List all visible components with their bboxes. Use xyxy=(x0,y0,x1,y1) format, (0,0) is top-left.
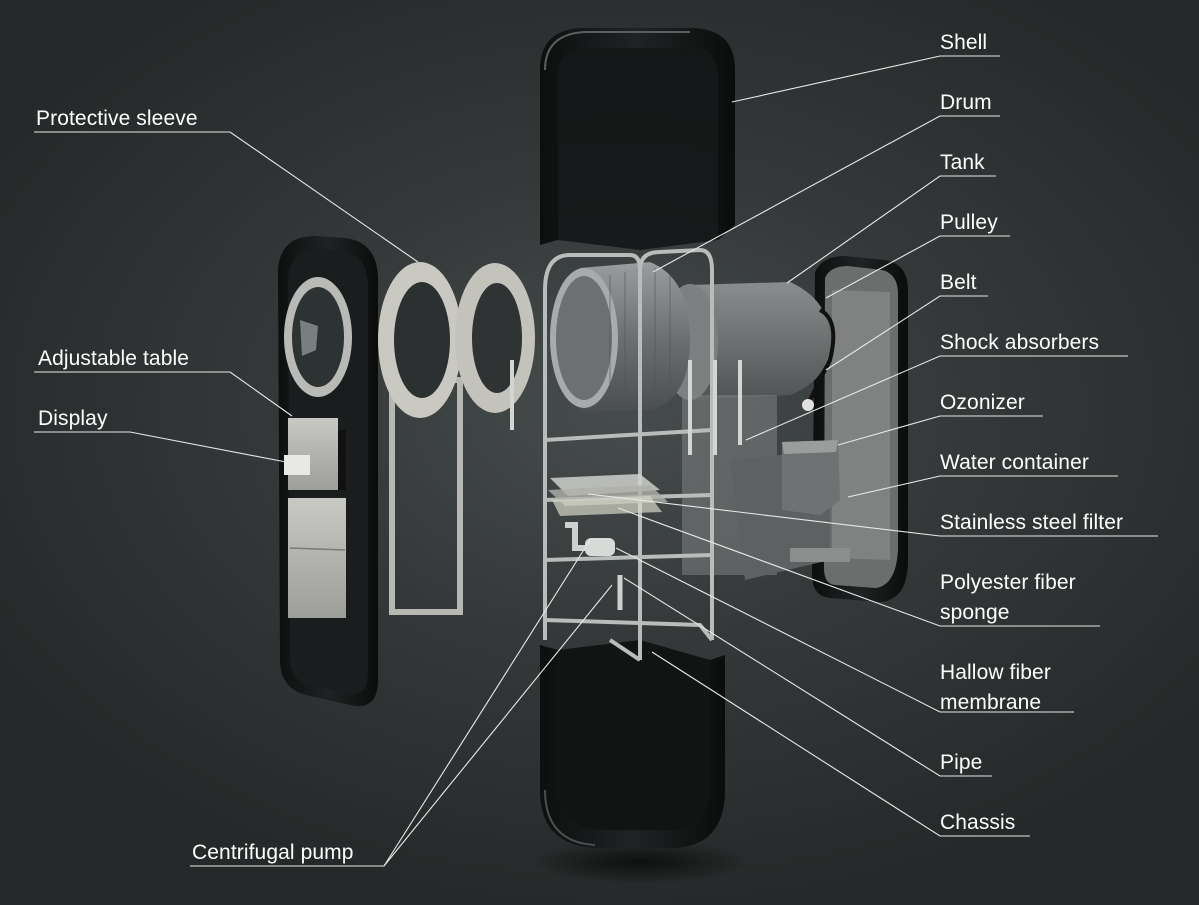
leader-belt xyxy=(825,295,988,371)
label-chassis: Chassis xyxy=(940,811,1016,834)
label-shell: Shell xyxy=(940,31,988,54)
label-ozonizer: Ozonizer xyxy=(940,391,1025,414)
label-pulley: Pulley xyxy=(940,211,998,234)
leader-adjustable-table xyxy=(34,371,293,417)
leader-ozonizer xyxy=(837,415,1043,446)
leader-pulley xyxy=(825,235,1010,299)
leader-lines xyxy=(34,55,1158,867)
leader-water-container xyxy=(847,475,1118,498)
label-belt: Belt xyxy=(940,271,977,294)
leader-stainless-steel-filter xyxy=(587,493,1158,537)
leader-shock-absorbers xyxy=(745,355,1128,441)
label-display: Display xyxy=(38,407,108,430)
belt-pulley xyxy=(802,308,836,411)
label-hallow-fiber-membrane-line1: Hallow fiber xyxy=(940,661,1051,684)
protective-sleeve-ring xyxy=(378,262,463,615)
leader-centrifugal-pump-2 xyxy=(383,584,613,867)
label-drum: Drum xyxy=(940,91,992,114)
label-tank: Tank xyxy=(940,151,985,174)
label-hallow-fiber-membrane-line2: membrane xyxy=(940,691,1042,714)
front-door-panel xyxy=(278,236,378,707)
leader-hallow-fiber-membrane xyxy=(615,547,1074,713)
drum xyxy=(550,262,690,412)
leader-polyester-fiber-sponge xyxy=(617,507,1100,627)
label-polyester-fiber-sponge-line1: Polyester fiber xyxy=(940,571,1076,594)
back-door-panel xyxy=(812,256,908,602)
floor-shadow xyxy=(530,840,750,884)
label-water-container: Water container xyxy=(940,451,1089,474)
filter-stack xyxy=(548,474,668,516)
leader-pipe xyxy=(623,577,992,777)
leader-display xyxy=(34,431,287,463)
leader-drum xyxy=(652,115,1000,273)
label-pipe: Pipe xyxy=(940,751,983,774)
shell-top xyxy=(540,28,735,250)
leader-chassis xyxy=(651,651,1030,837)
leader-protective-sleeve xyxy=(34,131,419,263)
seal-ring xyxy=(455,263,535,413)
label-stainless-steel-filter: Stainless steel filter xyxy=(940,511,1124,534)
water-container xyxy=(782,440,850,562)
leader-shell xyxy=(731,55,1000,103)
shock-absorbers xyxy=(510,360,742,455)
label-shock-absorbers: Shock absorbers xyxy=(940,331,1100,354)
leader-tank xyxy=(786,175,996,284)
label-adjustable-table: Adjustable table xyxy=(38,347,190,370)
centrifugal-pump xyxy=(565,522,623,610)
label-centrifugal-pump: Centrifugal pump xyxy=(192,841,354,864)
shell-bottom xyxy=(540,640,725,848)
label-polyester-fiber-sponge-line2: sponge xyxy=(940,601,1010,624)
label-protective-sleeve: Protective sleeve xyxy=(36,107,198,130)
